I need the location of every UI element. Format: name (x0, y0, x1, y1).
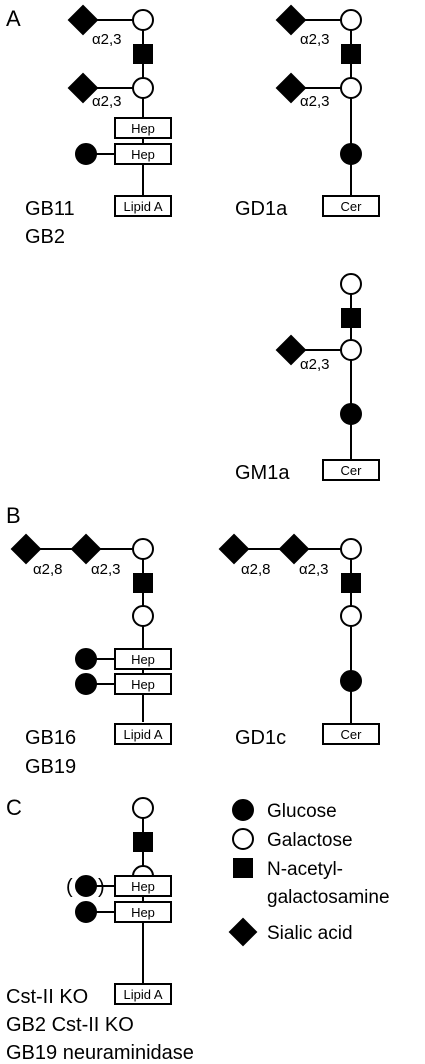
glucose-circle-icon (340, 143, 362, 165)
panel-c-letter: C (6, 795, 22, 820)
hep-label: Hep (131, 652, 155, 667)
lipid-a-box (114, 195, 172, 217)
structure-name: Cst-II KO (6, 986, 88, 1008)
optional-paren-open: ( (66, 876, 73, 898)
sialic-acid-legend-icon (228, 917, 258, 947)
sialic-acid-diamond-icon (275, 334, 307, 366)
panel-b-letter: B (6, 503, 21, 528)
galnac-legend-icon (233, 858, 253, 878)
galactose-circle-icon (132, 538, 154, 560)
linkage-label: α2,3 (92, 93, 122, 110)
hep-label: Hep (131, 905, 155, 920)
sialic-acid-diamond-icon (278, 533, 310, 565)
hep-box (114, 117, 172, 139)
galnac-square-icon (133, 44, 153, 64)
galactose-circle-icon (132, 9, 154, 31)
hep-box (114, 875, 172, 897)
glucose-circle-icon (75, 901, 97, 923)
structure-name: GD1c (235, 727, 286, 749)
galactose-circle-icon (340, 538, 362, 560)
structure-name: GD1a (235, 198, 288, 220)
hep-label: Hep (131, 121, 155, 136)
galactose-circle-icon (340, 273, 362, 295)
galactose-legend-icon (232, 828, 254, 850)
galactose-circle-icon (132, 605, 154, 627)
structure-gb16-gb19: α2,8 α2,3 Hep Hep Lipid A GB16 GB19 (10, 533, 172, 778)
sialic-acid-diamond-icon (275, 72, 307, 104)
glucose-circle-icon (340, 403, 362, 425)
glucose-circle-icon (75, 143, 97, 165)
galactose-circle-icon (340, 9, 362, 31)
structure-name: GB19 neuraminidase (6, 1042, 194, 1064)
glucose-circle-icon (75, 673, 97, 695)
linkage-label: α2,8 (241, 561, 271, 578)
legend-galnac-label-line2: galactosamine (267, 887, 390, 908)
lipid-a-box (114, 983, 172, 1005)
sialic-acid-diamond-icon (70, 533, 102, 565)
panel-a-letter: A (6, 6, 21, 31)
linkage-label: α2,3 (300, 93, 330, 110)
structure-name: GM1a (235, 462, 290, 484)
hep-box (114, 143, 172, 165)
lipid-a-label: Lipid A (123, 987, 162, 1002)
structure-name: GB19 (25, 756, 76, 778)
lipid-a-box (114, 723, 172, 745)
hep-label: Hep (131, 677, 155, 692)
structure-gb11-gb2: α2,3 α2,3 Hep Hep Lipid A GB11 GB2 (25, 4, 172, 248)
lipid-a-label: Lipid A (123, 727, 162, 742)
galnac-square-icon (341, 44, 361, 64)
cer-box (322, 195, 380, 217)
linkage-label: α2,3 (299, 561, 329, 578)
optional-paren-close: ) (98, 876, 105, 898)
linkage-label: α2,3 (300, 31, 330, 48)
cer-box (322, 459, 380, 481)
galactose-circle-icon (340, 605, 362, 627)
structure-name: GB11 (25, 198, 75, 220)
galnac-square-icon (133, 573, 153, 593)
glucose-circle-icon (75, 875, 97, 897)
sialic-acid-diamond-icon (67, 4, 99, 36)
galnac-square-icon (341, 308, 361, 328)
linkage-label: α2,3 (300, 356, 330, 373)
legend-galactose-label: Galactose (267, 830, 353, 851)
structure-gd1a: α2,3 α2,3 Cer GD1a (235, 4, 380, 220)
galactose-circle-icon (132, 77, 154, 99)
hep-box (114, 648, 172, 670)
structure-gd1c: α2,8 α2,3 Cer GD1c (218, 533, 380, 749)
cer-label: Cer (341, 463, 363, 478)
lipid-a-label: Lipid A (123, 199, 162, 214)
linkage-label: α2,8 (33, 561, 63, 578)
glucose-circle-icon (75, 648, 97, 670)
sialic-acid-diamond-icon (275, 4, 307, 36)
structure-name: GB2 Cst-II KO (6, 1014, 134, 1036)
linkage-label: α2,3 (92, 31, 122, 48)
cer-label: Cer (341, 199, 363, 214)
hep-label: Hep (131, 147, 155, 162)
sialic-acid-diamond-icon (67, 72, 99, 104)
galnac-square-icon (341, 573, 361, 593)
sialic-acid-diamond-icon (218, 533, 250, 565)
glucose-circle-icon (340, 670, 362, 692)
legend-galnac-label-line1: N-acetyl- (267, 859, 343, 880)
hep-box (114, 901, 172, 923)
structure-cst-ko: Hep Hep ( ) Lipid A Cst-II KO GB2 Cst-II… (6, 797, 194, 1064)
legend-glucose-label: Glucose (267, 801, 337, 822)
cer-box (322, 723, 380, 745)
structure-gm1a: α2,3 Cer GM1a (235, 273, 380, 484)
sialic-acid-diamond-icon (10, 533, 42, 565)
galactose-circle-icon (132, 797, 154, 819)
galactose-circle-icon (340, 339, 362, 361)
symbol-legend: Glucose Galactose N-acetyl- galactosamin… (228, 799, 390, 947)
galnac-square-icon (133, 832, 153, 852)
hep-label: Hep (131, 879, 155, 894)
galactose-circle-icon (340, 77, 362, 99)
linkage-label: α2,3 (91, 561, 121, 578)
legend-sialic-acid-label: Sialic acid (267, 923, 353, 944)
structure-name: GB16 (25, 727, 76, 749)
hep-box (114, 673, 172, 695)
glucose-legend-icon (232, 799, 254, 821)
structure-name: GB2 (25, 226, 65, 248)
cer-label: Cer (341, 727, 363, 742)
